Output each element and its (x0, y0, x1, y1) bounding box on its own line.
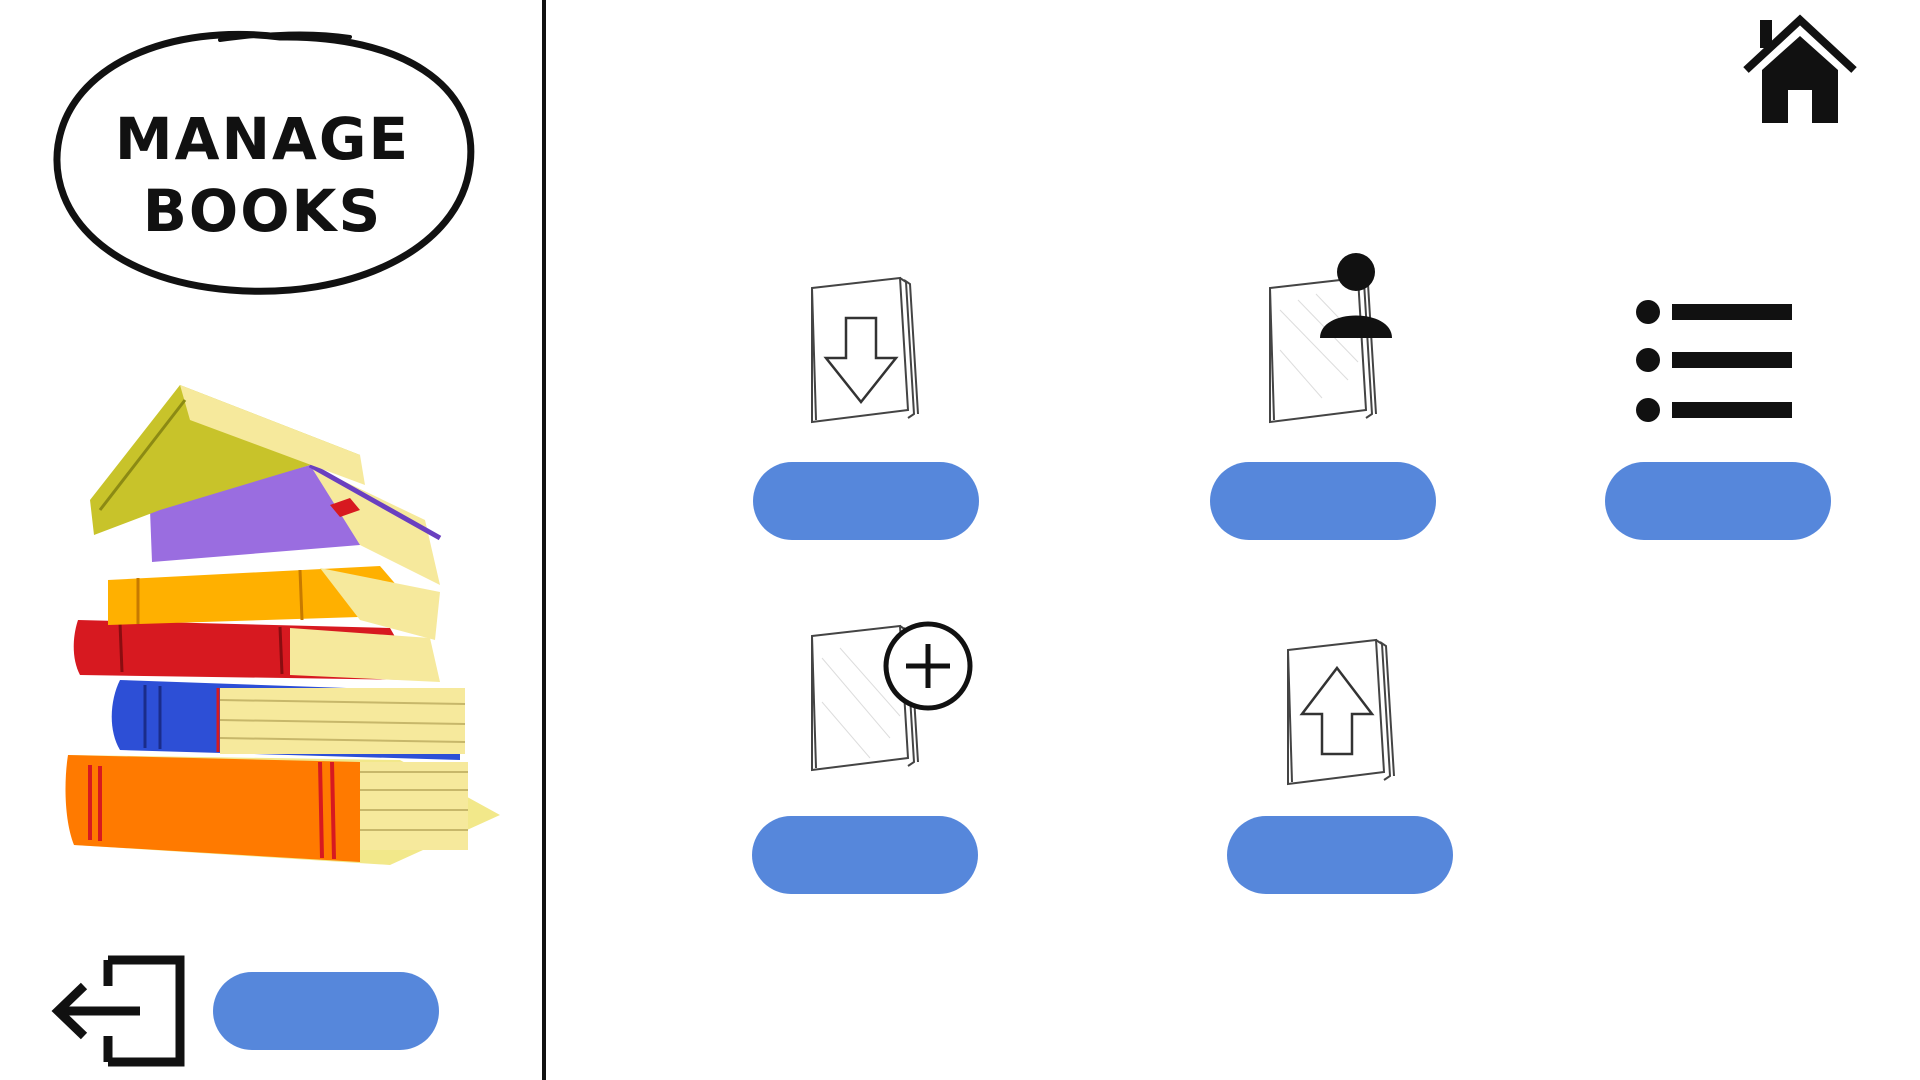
book-add-icon (811, 621, 973, 772)
logout-button[interactable] (213, 972, 439, 1050)
page-title-line1: MANAGE (114, 105, 411, 173)
book-stack-illustration (65, 385, 500, 865)
page-title: MANAGE BOOKS (50, 103, 475, 247)
panel-divider (542, 0, 546, 1080)
upload-book-button[interactable] (1227, 816, 1453, 894)
list-books-button[interactable] (1605, 462, 1831, 540)
home-icon[interactable] (1740, 8, 1860, 128)
title-circle-outline (53, 30, 475, 295)
book-upload-icon (1287, 638, 1395, 786)
download-book-button[interactable] (753, 462, 979, 540)
book-user-icon (1269, 253, 1392, 424)
list-icon (1636, 300, 1792, 422)
page-title-badge: MANAGE BOOKS (50, 15, 490, 300)
add-book-button[interactable] (752, 816, 978, 894)
page-title-line2: BOOKS (142, 177, 383, 245)
assign-book-button[interactable] (1210, 462, 1436, 540)
book-download-icon (811, 276, 919, 424)
logout-icon[interactable] (48, 950, 194, 1072)
